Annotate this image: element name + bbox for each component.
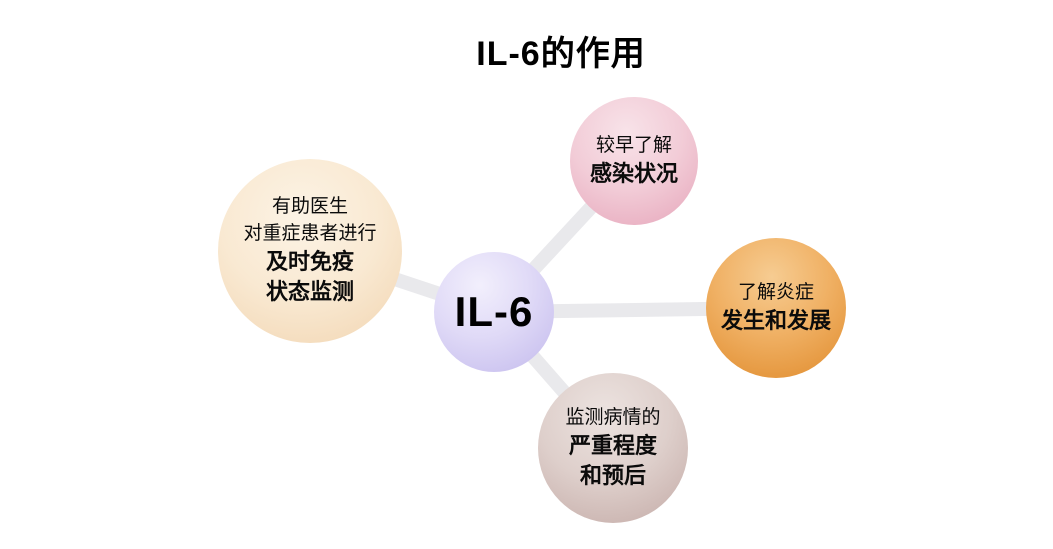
node-infection-status: 较早了解 感染状况	[570, 97, 698, 225]
node-inflammation: 了解炎症 发生和发展	[706, 238, 846, 378]
page-title: IL-6的作用	[476, 35, 646, 73]
node-inflammation-line-2: 发生和发展	[720, 307, 831, 333]
node-inflammation-line-1: 了解炎症	[737, 281, 814, 303]
node-immune-line-3: 及时免疫	[265, 248, 354, 274]
node-immune-line-4: 状态监测	[265, 279, 354, 305]
node-infection-line-2: 感染状况	[589, 160, 678, 186]
node-severity-line-3: 和预后	[579, 463, 646, 489]
node-infection-line-1: 较早了解	[595, 134, 672, 156]
node-center-il6: IL-6	[434, 252, 554, 372]
node-severity-prognosis: 监测病情的 严重程度 和预后	[538, 373, 688, 523]
node-severity-line-1: 监测病情的	[565, 406, 661, 428]
node-immune-line-1: 有助医生	[271, 196, 348, 218]
node-immune-monitor: 有助医生 对重症患者进行 及时免疫 状态监测	[218, 159, 402, 343]
node-center-label: IL-6	[454, 288, 534, 335]
node-immune-line-2: 对重症患者进行	[243, 222, 377, 244]
node-severity-line-2: 严重程度	[568, 432, 657, 458]
